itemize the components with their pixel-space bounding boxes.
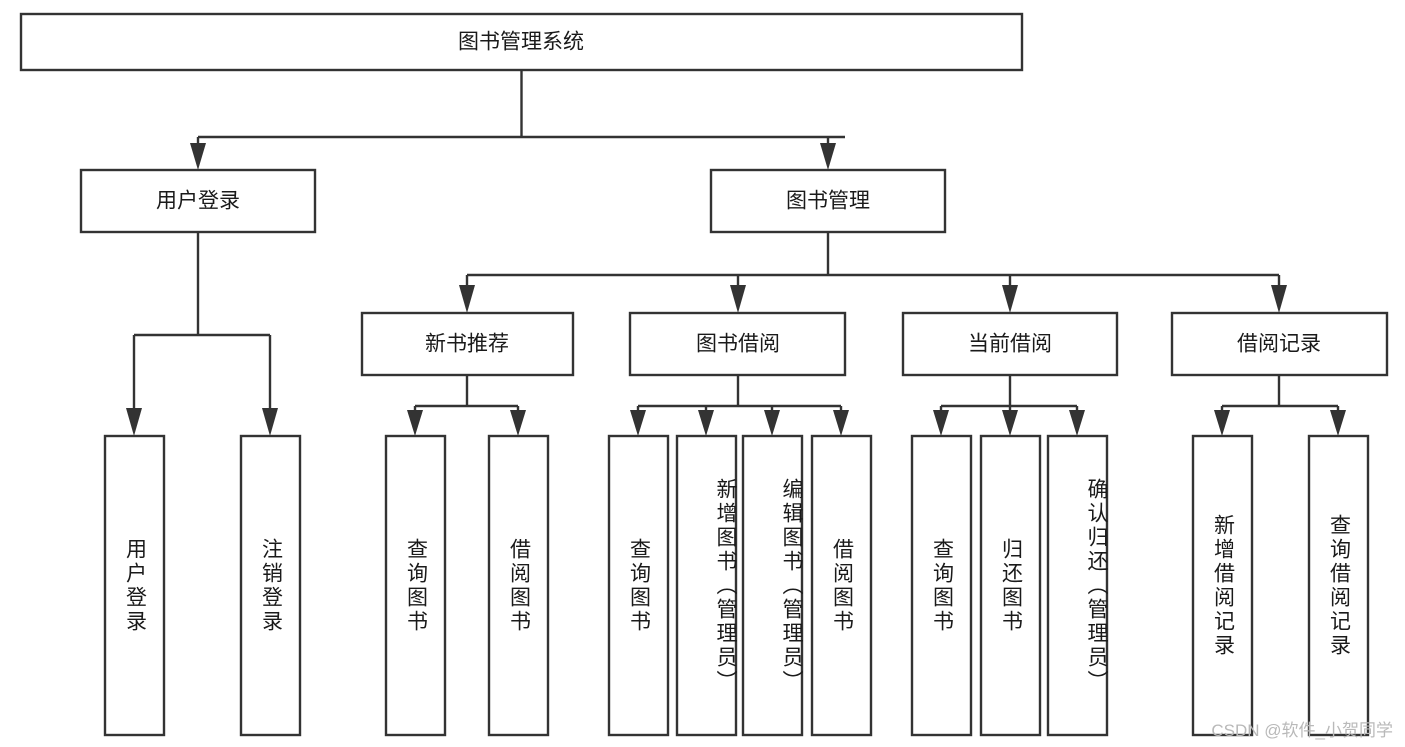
leaf-box-query-book-borrow[interactable] — [607, 434, 670, 737]
leaf-box-query-book-current[interactable] — [910, 434, 973, 737]
connector-new-book-recommend-to-leaves — [407, 375, 526, 436]
arrow-head-icon — [1002, 285, 1018, 313]
arrow-head-icon — [933, 410, 949, 436]
leaf-box-add-borrow-record[interactable] — [1191, 434, 1254, 737]
leaf-box-return-book[interactable] — [979, 434, 1042, 737]
leaf-box-confirm-return-admin[interactable] — [1046, 434, 1109, 737]
leaf-box-borrow-book-recommend[interactable] — [487, 434, 550, 737]
arrow-head-icon — [820, 143, 836, 170]
leaf-box-edit-book-admin[interactable] — [741, 434, 804, 737]
leaf-box-borrow-book[interactable] — [810, 434, 873, 737]
arrow-head-icon — [1069, 410, 1085, 436]
node-root-label: 图书管理系统 — [458, 31, 584, 54]
arrow-head-icon — [730, 285, 746, 313]
connector-borrow-records-to-leaves — [1214, 375, 1346, 436]
arrow-head-icon — [1002, 410, 1018, 436]
node-current-borrow[interactable]: 当前借阅 — [901, 311, 1119, 377]
node-new-book-recommend-label: 新书推荐 — [425, 333, 509, 356]
leaf-box-query-borrow-record[interactable] — [1307, 434, 1370, 737]
arrow-head-icon — [764, 410, 780, 436]
connector-root-to-level2 — [190, 70, 845, 170]
node-borrow-records[interactable]: 借阅记录 — [1170, 311, 1389, 377]
leaf-box-logout[interactable] — [239, 434, 302, 737]
arrow-head-icon — [126, 408, 142, 436]
arrow-head-icon — [1214, 410, 1230, 436]
connector-current-borrow-to-leaves — [933, 375, 1085, 436]
node-user-login[interactable]: 用户登录 — [79, 168, 317, 234]
leaf-box-query-book-recommend[interactable] — [384, 434, 447, 737]
node-book-borrow[interactable]: 图书借阅 — [628, 311, 847, 377]
arrow-head-icon — [459, 285, 475, 313]
arrow-head-icon — [190, 143, 206, 170]
arrow-head-icon — [407, 410, 423, 436]
node-current-borrow-label: 当前借阅 — [968, 333, 1052, 356]
arrow-head-icon — [630, 410, 646, 436]
node-borrow-records-label: 借阅记录 — [1237, 333, 1321, 356]
arrow-head-icon — [262, 408, 278, 436]
arrow-head-icon — [833, 410, 849, 436]
connector-book-management-to-level3 — [459, 232, 1287, 313]
node-root[interactable]: 图书管理系统 — [19, 12, 1024, 72]
node-root-box — [19, 12, 1024, 72]
arrow-head-icon — [698, 410, 714, 436]
node-user-login-label: 用户登录 — [156, 190, 240, 213]
arrow-head-icon — [510, 410, 526, 436]
connector-user-login-to-leaves — [126, 232, 278, 436]
node-book-management[interactable]: 图书管理 — [709, 168, 947, 234]
node-book-borrow-label: 图书借阅 — [696, 333, 780, 356]
node-user-login-box — [79, 168, 317, 234]
leaf-box-user-login[interactable] — [103, 434, 166, 737]
leaf-box-add-book-admin[interactable] — [675, 434, 738, 737]
connector-book-borrow-to-leaves — [630, 375, 849, 436]
arrow-head-icon — [1271, 285, 1287, 313]
node-book-management-label: 图书管理 — [786, 190, 870, 213]
csdn-watermark: CSDN @软件_小贺同学 — [1211, 721, 1393, 740]
arrow-head-icon — [1330, 410, 1346, 436]
node-new-book-recommend[interactable]: 新书推荐 — [360, 311, 575, 377]
node-new-book-recommend-box — [360, 311, 575, 377]
node-current-borrow-box — [901, 311, 1119, 377]
